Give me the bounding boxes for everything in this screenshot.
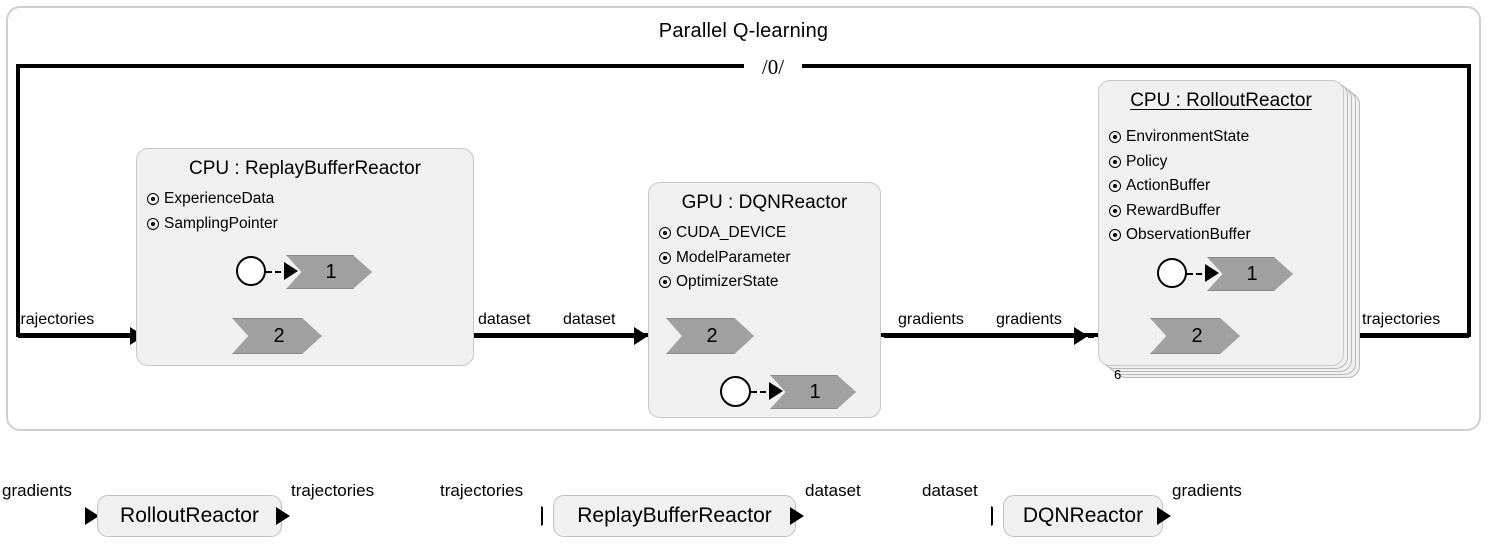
- attribute-bullet-icon: [659, 276, 671, 289]
- class-name-label: DQNReactor: [1022, 504, 1144, 527]
- class-name-label: ReplayBufferReactor: [577, 504, 772, 527]
- reaction-label: 2: [706, 324, 718, 347]
- attribute-item: ActionBuffer: [1109, 174, 1251, 199]
- dashed-link-replay-startup: [266, 271, 290, 273]
- input-port-icon-rollout[interactable]: [85, 507, 99, 525]
- attribute-item: OptimizerState: [659, 270, 791, 295]
- flow-segment-dataset: [472, 335, 642, 338]
- reaction-label: 1: [325, 260, 337, 283]
- reactor-dqn[interactable]: GPU : DQNReactor CUDA_DEVICE ModelParame…: [648, 182, 881, 418]
- instance-marker: /0/: [761, 55, 785, 79]
- attribute-bullet-icon: [1109, 180, 1121, 193]
- arrowhead-rollout-startup: [1205, 264, 1219, 282]
- flow-segment-gradients: [884, 335, 1082, 338]
- attribute-item: SamplingPointer: [147, 212, 278, 237]
- flow-label-gradients-in: gradients: [996, 311, 1062, 328]
- reactor-title: GPU : DQNReactor: [681, 192, 848, 213]
- reactor-class-replay[interactable]: ReplayBufferReactor: [553, 495, 796, 537]
- reactor-class-dqn[interactable]: DQNReactor: [1003, 495, 1163, 537]
- attribute-item: ModelParameter: [659, 246, 791, 271]
- attribute-bullet-icon: [147, 217, 159, 230]
- class-input-label-dqn: dataset: [922, 481, 978, 500]
- reaction-label: 2: [1191, 324, 1203, 347]
- flow-label-dataset-out: dataset: [478, 311, 531, 328]
- attribute-label: ObservationBuffer: [1126, 226, 1251, 243]
- reactor-class-rollout[interactable]: RolloutReactor: [97, 495, 282, 537]
- flow-label-inlet: trajectories: [16, 311, 95, 328]
- flow-label-outlet: trajectories: [1362, 311, 1441, 328]
- reaction-label: 1: [1246, 262, 1258, 285]
- attribute-label: RewardBuffer: [1126, 201, 1221, 219]
- attribute-label: OptimizerState: [676, 273, 779, 290]
- attribute-bullet-icon: [147, 193, 159, 206]
- flow-segment-inlet: [18, 335, 138, 338]
- attribute-item: EnvironmentState: [1109, 125, 1251, 150]
- attribute-bullet-icon: [659, 251, 671, 264]
- reaction-chevron-rollout-2[interactable]: 2: [1150, 318, 1240, 354]
- class-output-label-rollout: trajectories: [291, 481, 375, 500]
- attribute-label: Policy: [1126, 152, 1168, 170]
- attribute-item: RewardBuffer: [1109, 199, 1251, 224]
- attribute-item: ObservationBuffer: [1109, 223, 1251, 248]
- reaction-label: 2: [273, 324, 285, 347]
- class-output-label-replay: dataset: [805, 481, 861, 500]
- reaction-chevron-replay-2[interactable]: 2: [232, 318, 322, 354]
- reactor-title: CPU : ReplayBufferReactor: [189, 158, 421, 179]
- arrowhead-rollout-in: [1074, 327, 1088, 345]
- attribute-label: CUDA_DEVICE: [676, 224, 787, 241]
- output-port-icon-rollout[interactable]: [276, 507, 290, 525]
- attribute-item: ExperienceData: [147, 187, 278, 212]
- diagram-title: Parallel Q-learning: [658, 20, 829, 42]
- attribute-item: Policy: [1109, 150, 1251, 175]
- attribute-bullet-icon: [1109, 229, 1121, 242]
- dashed-link-rollout-startup: [1187, 273, 1211, 275]
- attribute-bullet-icon: [1109, 131, 1121, 144]
- attribute-label: ExperienceData: [164, 190, 275, 207]
- attribute-label: ActionBuffer: [1126, 177, 1211, 194]
- instance-marker-gap: [744, 55, 802, 77]
- reactor-rollout[interactable]: CPU : RolloutReactor EnvironmentState Po…: [1098, 80, 1344, 366]
- class-input-label-replay: trajectories: [440, 481, 524, 500]
- class-input-label-rollout: gradients: [2, 481, 72, 500]
- flow-segment-outlet: [1344, 335, 1469, 338]
- attribute-list: CUDA_DEVICE ModelParameter OptimizerStat…: [659, 221, 791, 295]
- attribute-bullet-icon: [659, 227, 671, 240]
- arrowhead-dqn-in: [634, 327, 648, 345]
- dashed-link-dqn-startup: [751, 391, 775, 393]
- attribute-label: EnvironmentState: [1126, 128, 1250, 145]
- startup-trigger-icon-replay: [236, 256, 266, 286]
- arrowhead-replay-startup: [284, 262, 298, 280]
- attribute-label: ModelParameter: [676, 248, 791, 266]
- attribute-bullet-icon: [1109, 204, 1121, 217]
- attribute-list: ExperienceData SamplingPointer: [147, 187, 278, 236]
- attribute-label: SamplingPointer: [164, 214, 278, 232]
- class-output-label-dqn: gradients: [1172, 481, 1242, 500]
- arrowhead-dqn-startup: [769, 382, 783, 400]
- reaction-label: 1: [809, 380, 821, 403]
- attribute-bullet-icon: [1109, 155, 1121, 168]
- output-port-icon-replay[interactable]: [790, 507, 804, 525]
- flow-label-dataset-in: dataset: [563, 311, 616, 328]
- reaction-chevron-rollout-1[interactable]: 1: [1207, 257, 1293, 291]
- flow-label-gradients-out: gradients: [898, 311, 964, 328]
- class-name-label: RolloutReactor: [120, 504, 259, 527]
- reactor-multiplicity-label: 6: [1114, 367, 1122, 382]
- output-port-icon-dqn[interactable]: [1157, 507, 1171, 525]
- startup-trigger-icon-rollout: [1157, 258, 1187, 288]
- reactor-title: CPU : RolloutReactor: [1130, 90, 1312, 111]
- attribute-list: EnvironmentState Policy ActionBuffer Rew…: [1109, 125, 1251, 248]
- attribute-item: CUDA_DEVICE: [659, 221, 791, 246]
- startup-trigger-icon-dqn: [720, 376, 751, 407]
